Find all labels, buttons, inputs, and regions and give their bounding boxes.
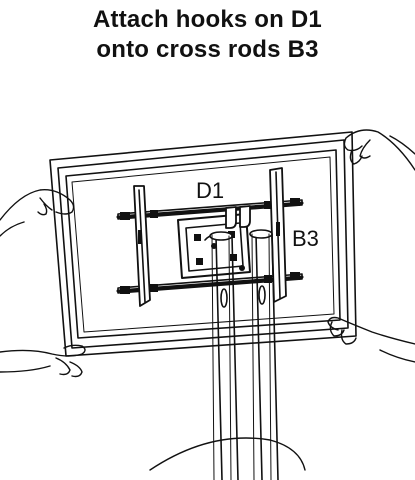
stand-poles — [149, 229, 306, 480]
label-d1: D1 — [196, 178, 224, 203]
hand-lower-left — [0, 344, 86, 378]
hand-lower-right — [327, 316, 415, 363]
label-b3: B3 — [292, 226, 319, 251]
instruction-title-line-2: onto cross rods B3 — [96, 36, 319, 63]
hand-upper-right — [343, 129, 415, 171]
hooks-d1 — [225, 205, 251, 271]
left-vertical-bracket — [133, 185, 151, 307]
hand-upper-left — [0, 189, 75, 237]
instruction-title-line-1: Attach hooks on D1 — [93, 6, 322, 33]
